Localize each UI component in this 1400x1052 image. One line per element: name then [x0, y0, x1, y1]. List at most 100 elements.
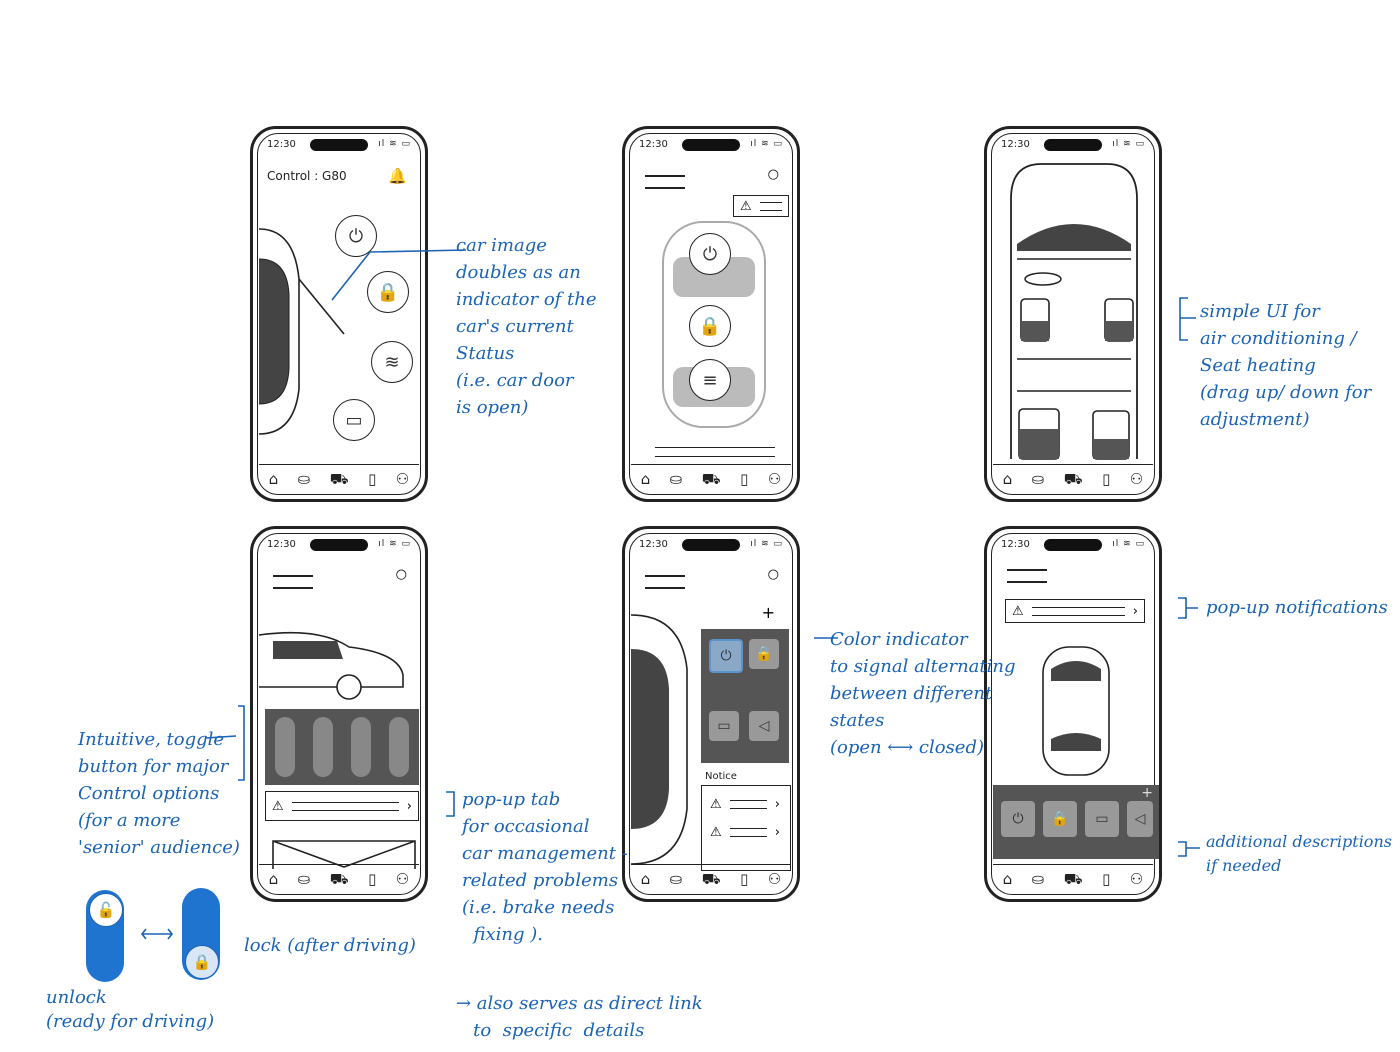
add-icon[interactable]: + [1141, 785, 1153, 801]
map-icon[interactable]: ▯ [1102, 869, 1111, 888]
profile-icon[interactable]: ⚇ [395, 469, 410, 488]
car-icon[interactable]: ⛟ [701, 469, 721, 488]
horn-tile[interactable]: ◁ [749, 711, 779, 741]
seat-tile[interactable]: ▭ [709, 711, 739, 741]
tab-bar: ⌂ ⛀ ⛟ ▯ ⚇ [631, 864, 791, 893]
lock-button[interactable]: 🔒 [367, 271, 409, 313]
warning-icon: ⚠ [710, 824, 722, 840]
car-icon[interactable]: ⛟ [1063, 869, 1083, 888]
settings-circle-icon[interactable]: ○ [395, 567, 407, 582]
horn-tile[interactable]: ◁ [1127, 801, 1153, 837]
notice-item[interactable]: ⚠› [704, 820, 786, 844]
map-icon[interactable]: ▯ [740, 469, 749, 488]
shop-icon[interactable]: ⛀ [297, 869, 311, 888]
warning-lines [729, 827, 767, 837]
profile-icon[interactable]: ⚇ [1129, 469, 1144, 488]
add-icon[interactable]: + [761, 603, 775, 622]
phone-notifications: 12:30 ıl ≋ ▭ ⚠› + ⏻ 🔒 ▭ ◁ ⌂ ⛀ ⛟ ▯ ⚇ [984, 526, 1162, 902]
status-indicators: ıl ≋ ▭ [378, 139, 411, 149]
seat-tile[interactable]: ▭ [1085, 801, 1119, 837]
shop-icon[interactable]: ⛀ [297, 469, 311, 488]
car-icon[interactable]: ⛟ [329, 869, 349, 888]
seat-button[interactable]: ▭ [333, 399, 375, 441]
power-tile[interactable]: ⏻ [1001, 801, 1035, 837]
phone-notch [1044, 139, 1102, 151]
map-icon[interactable]: ▯ [368, 469, 377, 488]
climate-button[interactable]: ≡ [689, 359, 731, 401]
toggle-switch[interactable] [313, 717, 333, 777]
shop-icon[interactable]: ⛀ [669, 869, 683, 888]
annotation-simple-ui: simple UI for air conditioning / Seat he… [1200, 301, 1372, 430]
lock-tile[interactable]: 🔒 [1043, 801, 1077, 837]
shop-icon[interactable]: ⛀ [1031, 469, 1045, 488]
profile-icon[interactable]: ⚇ [395, 869, 410, 888]
menu-icon[interactable] [273, 575, 313, 589]
annotation-direct-link: → also serves as direct link to specific… [456, 993, 703, 1041]
annotation-additional-descriptions: additional descriptions if needed [1206, 832, 1392, 875]
map-icon[interactable]: ▯ [1102, 469, 1111, 488]
car-icon[interactable]: ⛟ [701, 869, 721, 888]
settings-circle-icon[interactable]: ○ [767, 567, 779, 582]
home-icon[interactable]: ⌂ [1002, 869, 1013, 888]
map-icon[interactable]: ▯ [368, 869, 377, 888]
warning-icon: ⚠ [710, 796, 722, 812]
car-icon[interactable]: ⛟ [1063, 469, 1083, 488]
profile-icon[interactable]: ⚇ [767, 469, 782, 488]
seat-illustration [272, 840, 416, 869]
status-indicators: ıl ≋ ▭ [1112, 539, 1145, 549]
tab-bar: ⌂ ⛀ ⛟ ▯ ⚇ [631, 464, 791, 493]
shop-icon[interactable]: ⛀ [669, 469, 683, 488]
warning-lines [1031, 606, 1125, 616]
unlock-toggle[interactable]: 🔓 [86, 890, 124, 982]
profile-icon[interactable]: ⚇ [1129, 869, 1144, 888]
home-icon[interactable]: ⌂ [1002, 469, 1013, 488]
control-grid-panel: ⏻ 🔒 ▭ ◁ [701, 629, 789, 763]
power-button[interactable]: ⏻ [335, 215, 377, 257]
car-interior-illustration [1010, 163, 1138, 460]
phone-car-top-view: 12:30 ıl ≋ ▭ ○ ⚠ ⏻ 🔒 ≡ ⌂ ⛀ ⛟ ▯ ⚇ [622, 126, 800, 502]
menu-icon[interactable] [645, 575, 685, 589]
menu-icon[interactable] [645, 175, 685, 189]
lock-button[interactable]: 🔒 [689, 305, 731, 347]
climate-button[interactable]: ≋ [371, 341, 413, 383]
warning-lines [729, 799, 767, 809]
lock-toggle[interactable]: 🔒 [182, 888, 220, 980]
toggle-switch[interactable] [351, 717, 371, 777]
status-time: 12:30 [1001, 139, 1030, 150]
toggle-panel [265, 709, 419, 785]
home-icon[interactable]: ⌂ [268, 469, 279, 488]
quick-controls-panel: + ⏻ 🔒 ▭ ◁ [993, 785, 1159, 859]
power-tile[interactable]: ⏻ [709, 639, 743, 673]
notice-label: Notice [705, 771, 737, 782]
shop-icon[interactable]: ⛀ [1031, 869, 1045, 888]
lock-tile[interactable]: 🔒 [749, 639, 779, 669]
notice-item[interactable]: ⚠› [704, 792, 786, 816]
home-icon[interactable]: ⌂ [268, 869, 279, 888]
settings-circle-icon[interactable]: ○ [767, 167, 779, 182]
profile-icon[interactable]: ⚇ [767, 869, 782, 888]
menu-icon[interactable] [1007, 569, 1047, 583]
phone-notch [1044, 539, 1102, 551]
phone-notch [310, 539, 368, 551]
warning-lines [759, 201, 782, 211]
annotation-car-image: car image doubles as an indicator of the… [456, 235, 597, 418]
annotation-lock-label: lock (after driving) [244, 935, 416, 956]
bell-icon[interactable]: 🔔 [388, 167, 407, 185]
toggle-switch[interactable] [389, 717, 409, 777]
toggle-switch[interactable] [275, 717, 295, 777]
warning-badge[interactable]: ⚠ [733, 195, 789, 217]
home-icon[interactable]: ⌂ [640, 469, 651, 488]
divider-lines [655, 447, 775, 457]
chevron-right-icon: › [1132, 603, 1138, 619]
popup-notification[interactable]: ⚠› [1005, 599, 1145, 623]
unlock-icon: 🔓 [89, 893, 123, 927]
phone-notch [682, 139, 740, 151]
home-icon[interactable]: ⌂ [640, 869, 651, 888]
popup-tab[interactable]: ⚠› [265, 791, 419, 821]
power-button[interactable]: ⏻ [689, 233, 731, 275]
car-icon[interactable]: ⛟ [329, 469, 349, 488]
map-icon[interactable]: ▯ [740, 869, 749, 888]
warning-icon: ⚠ [1012, 603, 1024, 619]
annotation-toggle-button: Intuitive, toggle button for major Contr… [78, 729, 240, 858]
